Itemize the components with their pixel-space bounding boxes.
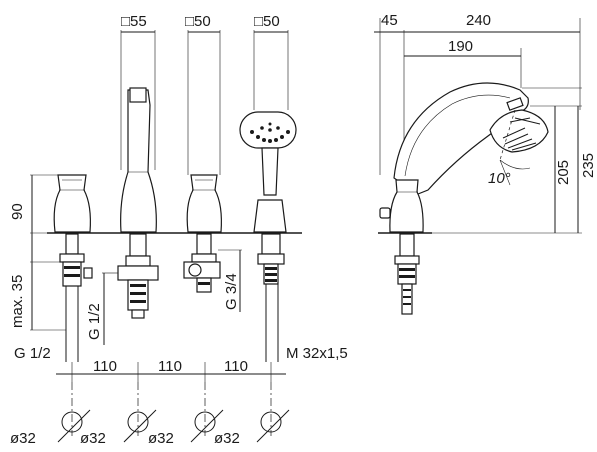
dim-sq-spout: □55 (121, 13, 147, 30)
dim-205: 205 (555, 160, 572, 185)
spout-underside (117, 233, 159, 319)
top-dimension-lines (120, 30, 289, 175)
dim-sq-shower: □50 (254, 13, 280, 30)
shower-underside (257, 233, 285, 362)
dim-sq-valve: □50 (185, 13, 211, 30)
bath-spout (120, 87, 157, 233)
dim-90: 90 (9, 203, 26, 220)
dim-g12-horizontal: G 1/2 (14, 345, 51, 362)
hole-1 (61, 411, 83, 433)
left-valve-underside (59, 233, 93, 362)
dim-hole-1: ø32 (10, 430, 36, 447)
hole-2 (127, 411, 149, 433)
hole-4 (260, 411, 282, 433)
dim-45: 45 (381, 12, 398, 29)
dim-240: 240 (466, 12, 491, 29)
side-valve-body (379, 179, 424, 233)
dim-g12-vertical: G 1/2 (86, 303, 103, 340)
hole-3 (194, 411, 216, 433)
side-nozzles (502, 117, 541, 151)
middle-valve-handle (186, 174, 222, 233)
dim-190: 190 (448, 38, 473, 55)
left-valve-handle (53, 174, 91, 233)
side-view-vertical-dimensions (432, 87, 582, 234)
middle-valve-underside (183, 233, 221, 293)
dim-angle: 10° (488, 170, 511, 187)
dim-g34: G 3/4 (223, 273, 240, 310)
dim-235: 235 (580, 153, 597, 178)
dim-spacing-2: 110 (158, 358, 182, 375)
dim-max35-lines (30, 233, 66, 331)
dim-hole-4: ø32 (214, 430, 240, 447)
hole-centre-lines (71, 382, 272, 436)
dim-m32: M 32x1,5 (286, 345, 348, 362)
shower-nozzles (250, 122, 290, 143)
angle-indicator (499, 159, 531, 186)
side-underside (394, 233, 420, 315)
side-view-top-dimensions (374, 18, 581, 175)
spacing-dimension-line (56, 362, 286, 382)
dim-g34-lines (218, 249, 242, 312)
dim-spacing-3: 110 (224, 358, 248, 375)
dim-spacing-1: 110 (93, 358, 117, 375)
dim-g12-vertical-lines (102, 272, 118, 345)
dim-hole-3: ø32 (148, 430, 174, 447)
dim-hole-2: ø32 (80, 430, 106, 447)
mounting-holes (57, 409, 290, 443)
hand-shower-side (393, 82, 549, 195)
dim-max35: max. 35 (9, 275, 26, 328)
dim-90-lines (30, 174, 58, 234)
hand-shower-front (239, 111, 297, 233)
